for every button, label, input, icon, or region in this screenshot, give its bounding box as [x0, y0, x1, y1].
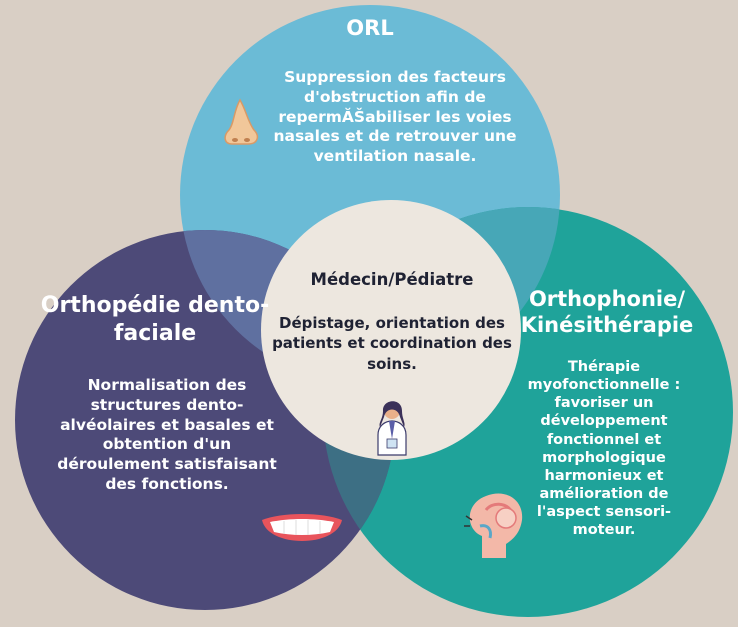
- orthophonie-description: Thérapie myofonctionnelle : favoriser un…: [514, 358, 694, 539]
- orthophonie-title: Orthophonie/ Kinésithérapie: [502, 286, 712, 339]
- orl-title: ORL: [300, 16, 440, 41]
- orthopedie-title: Orthopédie dento-faciale: [40, 292, 270, 347]
- orl-description: Suppression des facteurs d'obstruction a…: [245, 68, 545, 167]
- orthopedie-description: Normalisation des structures dento-alvéo…: [52, 376, 282, 495]
- medecin-description: Dépistage, orientation des patients et c…: [268, 313, 516, 374]
- medecin-title: Médecin/Pédiatre: [272, 270, 512, 290]
